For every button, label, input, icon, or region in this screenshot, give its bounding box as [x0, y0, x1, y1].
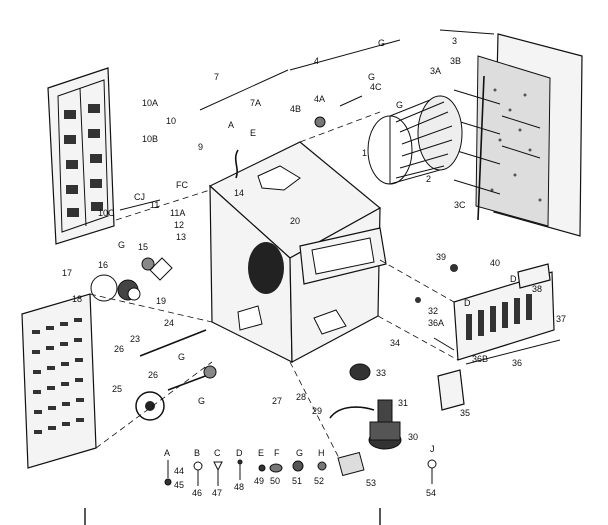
callout-1: 1: [362, 148, 367, 158]
hw-number-50: 50: [270, 476, 280, 486]
callout-7: 7: [214, 72, 219, 82]
hw-number-46: 46: [192, 488, 202, 498]
callout-cj: CJ: [134, 192, 145, 202]
callout-g5: G: [178, 352, 185, 362]
callout-d2: D: [510, 274, 517, 284]
callout-34: 34: [390, 338, 400, 348]
small-parts: [119, 95, 458, 477]
callout-35: 35: [460, 408, 470, 418]
callout-26-upper: 26: [114, 344, 124, 354]
callout-4: 4: [314, 56, 319, 66]
callout-a: A: [228, 120, 234, 130]
callout-10c: 10C: [98, 208, 115, 218]
cabinet-body: [208, 141, 387, 363]
callout-13: 13: [176, 232, 186, 242]
hw-letter-j: J: [430, 444, 435, 454]
callout-18: 18: [72, 294, 82, 304]
pump-motor: [90, 257, 155, 302]
hw-letter-d: D: [236, 448, 243, 458]
callout-26-lower: 26: [148, 370, 158, 380]
louver-grille: [437, 263, 555, 411]
callout-30: 30: [408, 432, 418, 442]
callout-11: 11: [150, 200, 159, 210]
callout-3: 3: [452, 36, 457, 46]
callout-16: 16: [98, 260, 108, 270]
callout-10: 10: [166, 116, 176, 126]
hw-letter-e: E: [258, 448, 264, 458]
callout-36b: 36B: [472, 354, 488, 364]
callout-10a: 10A: [142, 98, 158, 108]
callout-24: 24: [164, 318, 174, 328]
callout-3a: 3A: [430, 66, 441, 76]
front-grille-panel: [21, 293, 97, 469]
callout-28: 28: [296, 392, 306, 402]
callout-20: 20: [290, 216, 300, 226]
hw-letter-f: F: [274, 448, 280, 458]
callout-g3: G: [396, 100, 403, 110]
callout-29: 29: [312, 406, 322, 416]
hw-number-53: 53: [366, 478, 376, 488]
callout-g6: G: [198, 396, 205, 406]
hw-number-54: 54: [426, 488, 436, 498]
callout-2: 2: [426, 174, 431, 184]
callout-g1: G: [378, 38, 385, 48]
hw-letter-a: A: [164, 448, 170, 458]
hw-number-47: 47: [212, 488, 222, 498]
hw-number-51: 51: [292, 476, 302, 486]
callout-4c: 4C: [370, 82, 382, 92]
left-filter-panel: [47, 67, 115, 245]
hw-number-52: 52: [314, 476, 324, 486]
callout-38: 38: [532, 284, 542, 294]
float-and-pump: [329, 363, 402, 450]
callout-labels: 1 2 3 3A 3B 3C 4 4A 4B 4C 7 7A A E 9 10 …: [62, 36, 566, 442]
callout-3b: 3B: [450, 56, 461, 66]
callout-11a: 11A: [170, 208, 185, 218]
right-pad-frame: [453, 33, 583, 237]
hw-number-48: 48: [234, 482, 244, 492]
callout-33: 33: [376, 368, 386, 378]
leader-lines: [89, 29, 561, 461]
hw-letter-h: H: [318, 448, 325, 458]
callout-4a: 4A: [314, 94, 325, 104]
callout-12: 12: [174, 220, 184, 230]
callout-14: 14: [234, 188, 244, 198]
callout-3c: 3C: [454, 200, 466, 210]
callout-19: 19: [156, 296, 166, 306]
callout-37: 37: [556, 314, 566, 324]
callout-g2: G: [368, 72, 375, 82]
callout-17: 17: [62, 268, 72, 278]
blower-wheel: [367, 95, 463, 185]
hw-letter-b: B: [194, 448, 200, 458]
callout-10b: 10B: [142, 134, 158, 144]
callout-36: 36: [512, 358, 522, 368]
drive-pulley: [135, 329, 217, 421]
callout-9: 9: [198, 142, 203, 152]
callout-4b: 4B: [290, 104, 301, 114]
callout-g4: G: [118, 240, 125, 250]
callout-31: 31: [398, 398, 408, 408]
callout-32: 32: [428, 306, 438, 316]
callout-27: 27: [272, 396, 282, 406]
hw-letter-c: C: [214, 448, 221, 458]
callout-e: E: [250, 128, 256, 138]
callout-15: 15: [138, 242, 148, 252]
callout-23: 23: [130, 334, 140, 344]
hw-number-49: 49: [254, 476, 264, 486]
callout-7a: 7A: [250, 98, 261, 108]
callout-39: 39: [436, 252, 446, 262]
callout-fc: FC: [176, 180, 188, 190]
callout-25: 25: [112, 384, 122, 394]
callout-36a: 36A: [428, 318, 444, 328]
callout-40: 40: [490, 258, 500, 268]
hw-number-45: 45: [174, 480, 184, 490]
callout-d1: D: [464, 298, 471, 308]
hw-letter-g: G: [296, 448, 303, 458]
hardware-labels: A 44 45 B 46 C 47 D 48 E 49 F 50 G 51 H …: [164, 444, 436, 498]
hardware-row: [84, 459, 437, 525]
hw-number-44: 44: [174, 466, 184, 476]
